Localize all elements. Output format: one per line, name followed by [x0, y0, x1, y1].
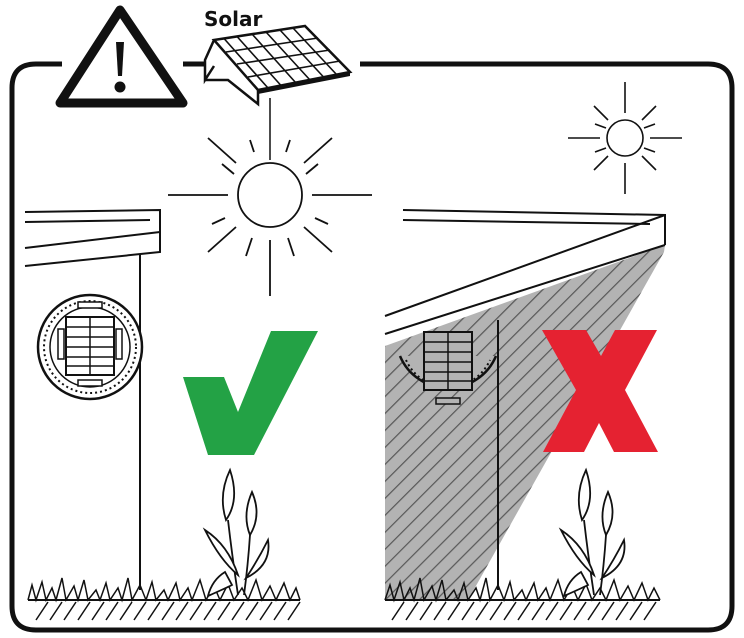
right-scene-incorrect — [384, 209, 666, 621]
right-roof — [384, 209, 666, 590]
left-ground — [27, 577, 301, 621]
left-scene-correct — [24, 208, 318, 621]
frame-border — [9, 61, 735, 633]
right-plant — [558, 467, 626, 598]
sun-icon-small — [568, 82, 682, 194]
left-roof — [24, 208, 161, 590]
solar-panel-icon — [203, 24, 353, 160]
warning-triangle-icon — [55, 5, 188, 108]
sun-icon — [168, 137, 372, 296]
right-ground — [384, 577, 661, 621]
solar-label: Solar — [204, 7, 262, 31]
right-solar-light — [398, 331, 498, 405]
left-solar-light — [36, 293, 144, 401]
cross-icon — [542, 330, 658, 452]
checkmark-icon — [183, 331, 318, 455]
left-plant — [202, 467, 270, 598]
